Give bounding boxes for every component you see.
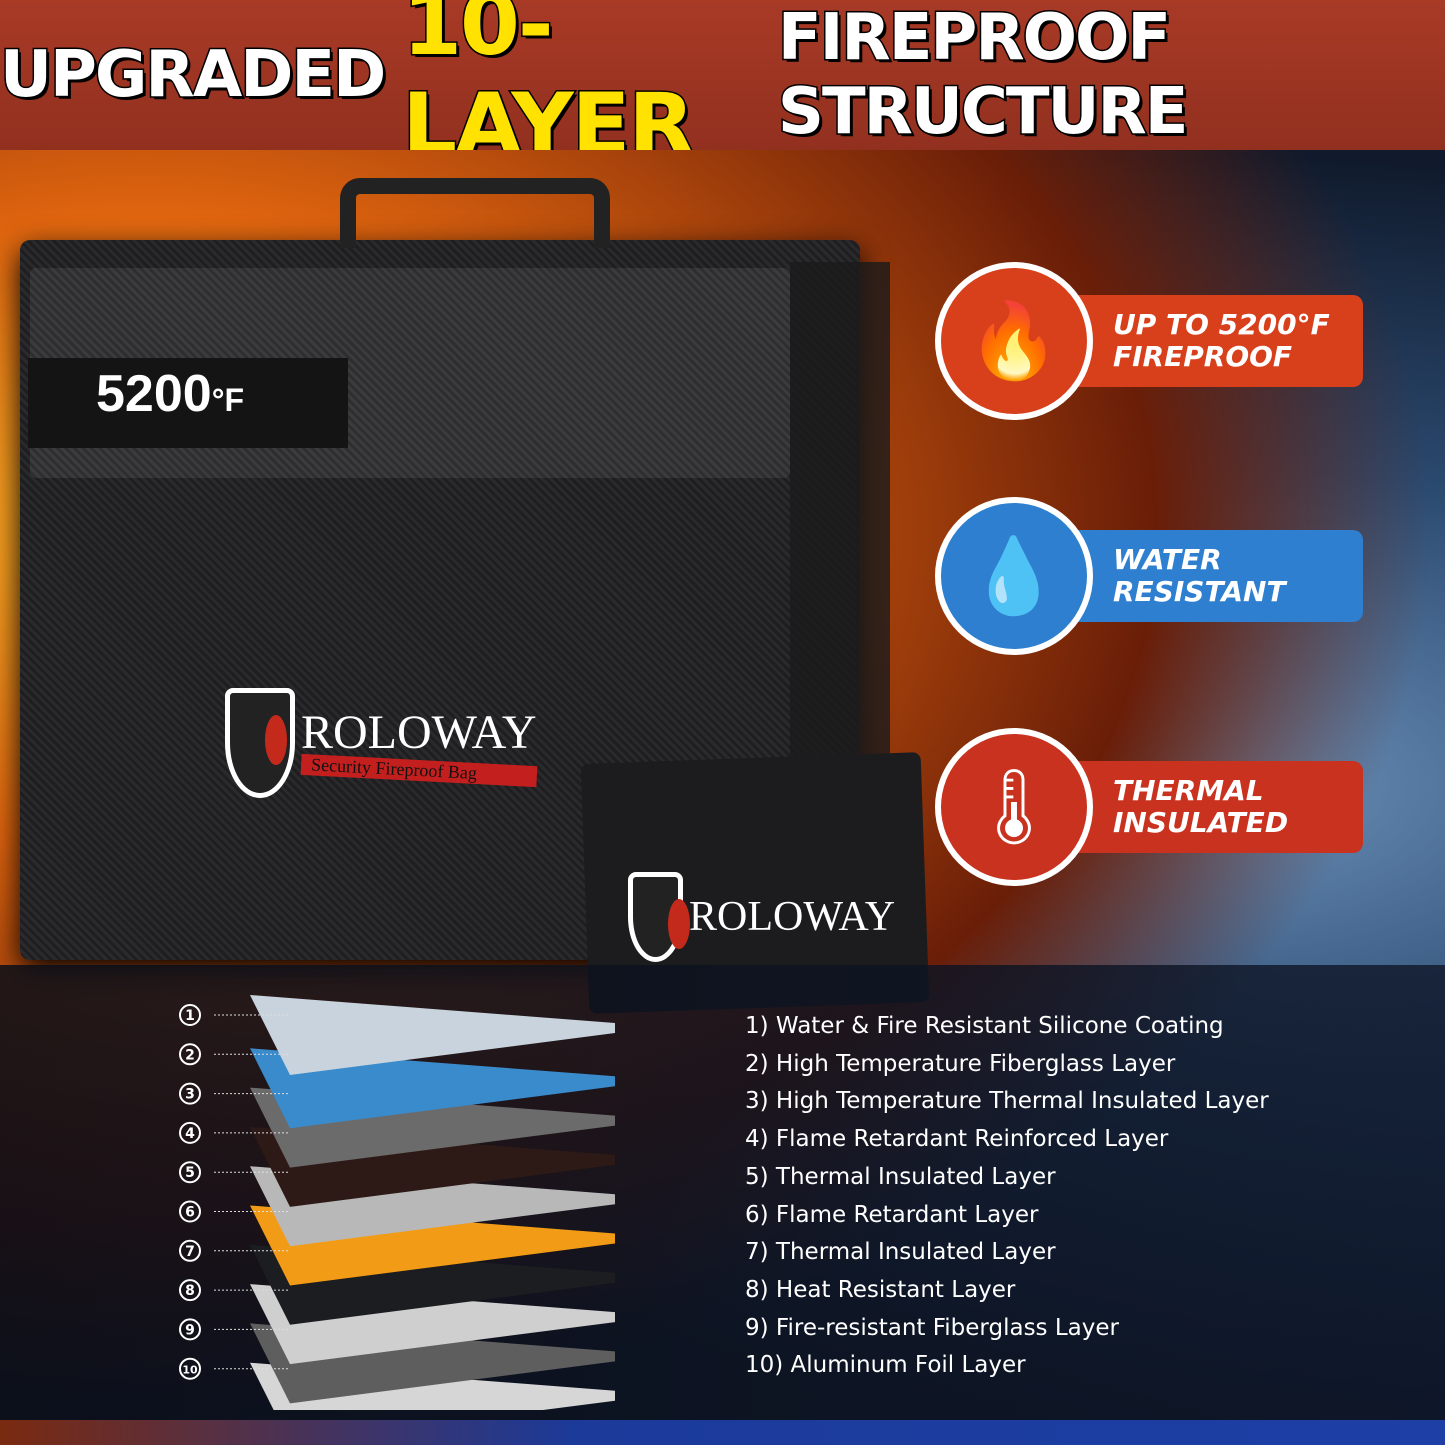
- layer-number: 1: [185, 1008, 195, 1024]
- feature-line: RESISTANT: [1113, 575, 1286, 608]
- feature-line: INSULATED: [1113, 806, 1289, 839]
- layer-number-circle: [179, 1200, 201, 1223]
- layer-label: 9) Fire-resistant Fiberglass Layer: [745, 1314, 1119, 1341]
- temperature-tag: 5200°F: [28, 358, 348, 448]
- layer-number: 9: [185, 1322, 195, 1338]
- layer-number: 5: [185, 1165, 195, 1181]
- layer-number-circle: [179, 1279, 201, 1302]
- water-drop-icon: 💧: [935, 497, 1093, 655]
- layer-sheet: [250, 995, 615, 1075]
- title-part-3: FIREPROOF STRUCTURE: [776, 0, 1190, 151]
- layer-number: 4: [185, 1126, 195, 1142]
- layer-label: 1) Water & Fire Resistant Silicone Coati…: [745, 1013, 1224, 1039]
- thermometer-icon: 🌡: [935, 728, 1093, 886]
- layer-label: 3) High Temperature Thermal Insulated La…: [745, 1088, 1269, 1115]
- layer-list: 1) Water & Fire Resistant Silicone Coati…: [745, 1008, 1269, 1385]
- layers-panel: [0, 965, 1445, 1420]
- title-part-1: UPGRADED: [0, 37, 388, 114]
- shield-logo-icon: [628, 872, 690, 962]
- shield-logo-icon: [225, 688, 295, 798]
- layer-label: 4) Flame Retardant Reinforced Layer: [745, 1126, 1169, 1153]
- brand-logo: ROLOWAY Security Fireproof Bag: [225, 688, 537, 798]
- layer-number-circle: [179, 1004, 201, 1026]
- brand-name: ROLOWAY: [301, 706, 537, 759]
- layer-number-circle: [179, 1161, 201, 1184]
- layer-number: 8: [185, 1283, 195, 1299]
- layer-number-circle: [179, 1082, 201, 1105]
- layer-number-circle: [179, 1043, 201, 1066]
- feature-line: WATER: [1113, 543, 1222, 576]
- temp-value: 5200: [96, 365, 212, 423]
- layer-number-circle: [179, 1357, 201, 1380]
- feature-line: FIREPROOF: [1113, 340, 1293, 373]
- layer-label: 5) Thermal Insulated Layer: [745, 1163, 1056, 1190]
- layer-label: 7) Thermal Insulated Layer: [745, 1239, 1056, 1266]
- footer-strip: [0, 1420, 1445, 1445]
- temp-unit: °F: [211, 382, 245, 418]
- layer-number: 7: [185, 1244, 195, 1260]
- layer-number-circle: [179, 1318, 201, 1341]
- layer-label: 10) Aluminum Foil Layer: [745, 1352, 1026, 1379]
- layer-label: 6) Flame Retardant Layer: [745, 1201, 1039, 1228]
- bag-handle: [340, 178, 610, 248]
- feature-line: UP TO 5200°F: [1113, 308, 1330, 341]
- layer-number: 2: [185, 1047, 195, 1063]
- title-banner: UPGRADED 10-LAYER FIREPROOF STRUCTURE: [0, 0, 1445, 177]
- layer-number: 6: [185, 1205, 195, 1221]
- layer-diagram: 1 2 3 4 5 6 7 8 9 10: [179, 995, 615, 1410]
- layer-number: 3: [185, 1087, 195, 1103]
- flame-icon: 🔥: [935, 262, 1093, 420]
- layer-label: 8) Heat Resistant Layer: [745, 1276, 1016, 1303]
- feature-line: THERMAL: [1113, 774, 1264, 807]
- layer-number-circle: [179, 1239, 201, 1262]
- layer-label: 2) High Temperature Fiberglass Layer: [745, 1050, 1176, 1077]
- layer-number: 10: [182, 1364, 198, 1377]
- title-part-2: 10-LAYER: [401, 0, 696, 177]
- layer-number-circle: [179, 1121, 201, 1144]
- pouch-brand-name: ROLOWAY: [689, 894, 896, 940]
- pouch-logo: ROLOWAY: [628, 872, 895, 962]
